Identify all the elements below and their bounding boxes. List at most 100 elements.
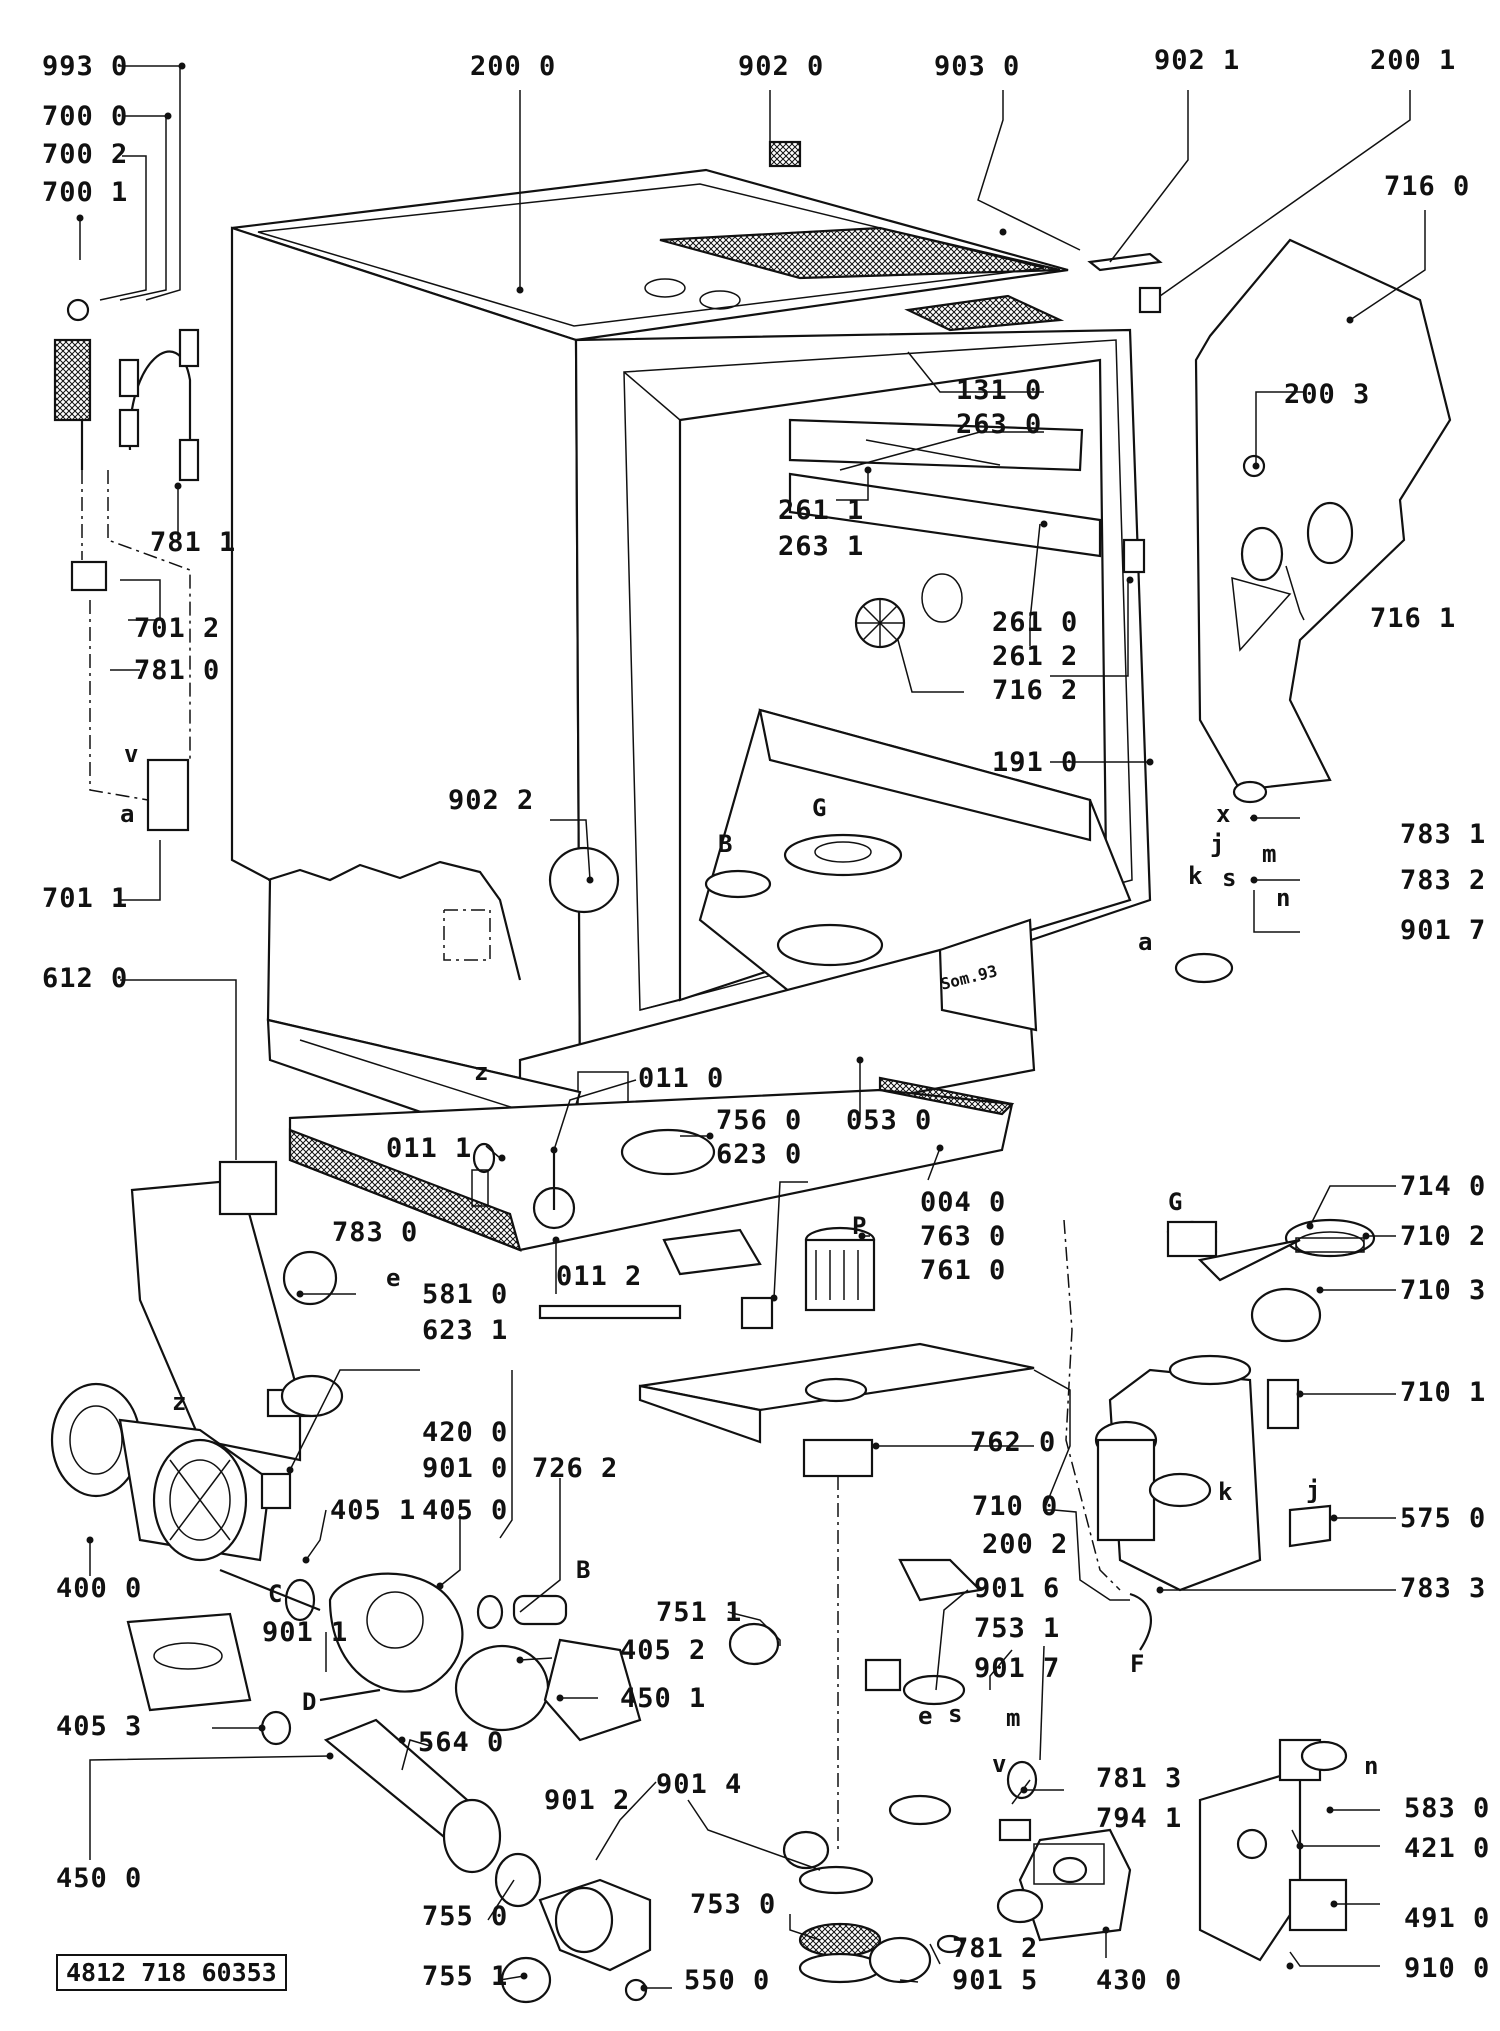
letter-e-lower: e — [918, 1702, 933, 1730]
part-label-405-1: 405 1 — [330, 1495, 417, 1526]
part-label-902-0: 902 0 — [738, 51, 825, 82]
inlet-valve-and-bracket — [782, 1674, 1348, 1962]
dishwasher-tub — [230, 168, 1452, 1162]
letter-D-pump: D — [302, 1688, 317, 1716]
letter-v-lower: v — [992, 1750, 1007, 1778]
letter-s-lower: s — [948, 1700, 963, 1728]
letter-n-upper: n — [1276, 884, 1291, 912]
part-label-716-0: 716 0 — [1384, 171, 1471, 202]
wash-pump-motor — [50, 1382, 642, 1746]
part-label-781-1: 781 1 — [150, 527, 237, 558]
part-label-761-0: 761 0 — [920, 1255, 1007, 1286]
part-label-710-0: 710 0 — [972, 1491, 1059, 1522]
part-label-794-1: 794 1 — [1096, 1803, 1183, 1834]
letter-z-tub: z — [474, 1058, 489, 1086]
part-label-263-0: 263 0 — [956, 409, 1043, 440]
part-label-405-2: 405 2 — [620, 1635, 707, 1666]
part-label-756-0: 756 0 — [716, 1105, 803, 1136]
letter-e-panel: e — [386, 1264, 401, 1292]
letter-v-upper: v — [124, 740, 139, 768]
part-label-612-0: 612 0 — [42, 963, 129, 994]
part-label-901-7-lower: 901 7 — [974, 1653, 1061, 1684]
part-label-583-0: 583 0 — [1404, 1793, 1491, 1824]
letter-B-tub: B — [718, 830, 733, 858]
part-label-623-0: 623 0 — [716, 1139, 803, 1170]
part-label-710-3: 710 3 — [1400, 1275, 1487, 1306]
letter-m-upper: m — [1262, 840, 1277, 868]
part-label-581-0: 581 0 — [422, 1279, 509, 1310]
part-label-200-0: 200 0 — [470, 51, 557, 82]
part-label-901-0: 901 0 — [422, 1453, 509, 1484]
part-label-901-7-upper: 901 7 — [1400, 915, 1487, 946]
part-label-783-2: 783 2 — [1400, 865, 1487, 896]
water-softener — [1094, 1218, 1376, 1651]
part-label-700-0: 700 0 — [42, 101, 129, 132]
letter-x-upper: x — [1216, 800, 1231, 828]
part-label-714-0: 714 0 — [1400, 1171, 1487, 1202]
part-label-753-1: 753 1 — [974, 1613, 1061, 1644]
part-label-420-0: 420 0 — [422, 1417, 509, 1448]
part-label-701-2: 701 2 — [134, 613, 221, 644]
part-label-783-0: 783 0 — [332, 1217, 419, 1248]
part-label-910-0: 910 0 — [1404, 1953, 1491, 1984]
part-label-421-0: 421 0 — [1404, 1833, 1491, 1864]
part-label-131-0: 131 0 — [956, 375, 1043, 406]
part-label-450-1: 450 1 — [620, 1683, 707, 1714]
part-label-710-1: 710 1 — [1400, 1377, 1487, 1408]
part-label-700-1: 700 1 — [42, 177, 129, 208]
base-frame — [288, 1076, 1015, 1252]
part-label-400-0: 400 0 — [56, 1573, 143, 1604]
part-label-716-1: 716 1 — [1370, 603, 1457, 634]
part-label-700-2: 700 2 — [42, 139, 129, 170]
heater-and-hoses — [323, 1718, 652, 2004]
letter-G-softener: G — [1168, 1188, 1183, 1216]
part-label-405-3: 405 3 — [56, 1711, 143, 1742]
letter-G-tub: G — [812, 794, 827, 822]
part-label-755-0: 755 0 — [422, 1901, 509, 1932]
leader-dots — [76, 62, 1370, 1992]
part-label-726-2: 726 2 — [532, 1453, 619, 1484]
part-label-902-2: 902 2 — [448, 785, 535, 816]
part-label-902-1: 902 1 — [1154, 45, 1241, 76]
part-label-753-0: 753 0 — [690, 1889, 777, 1920]
part-label-405-0: 405 0 — [422, 1495, 509, 1526]
part-label-191-0: 191 0 — [992, 747, 1079, 778]
part-label-762-0: 762 0 — [970, 1427, 1057, 1458]
part-label-564-0: 564 0 — [418, 1727, 505, 1758]
part-label-550-0: 550 0 — [684, 1965, 771, 1996]
misc-parts — [280, 140, 1301, 1692]
part-label-575-0: 575 0 — [1400, 1503, 1487, 1534]
part-label-200-2: 200 2 — [982, 1529, 1069, 1560]
part-label-430-0: 430 0 — [1096, 1965, 1183, 1996]
part-label-004-0: 004 0 — [920, 1187, 1007, 1218]
part-label-783-1: 783 1 — [1400, 819, 1487, 850]
part-label-053-0: 053 0 — [846, 1105, 933, 1136]
letter-n-lower: n — [1364, 1752, 1379, 1780]
part-label-200-3: 200 3 — [1284, 379, 1371, 410]
letter-a-right: a — [1138, 928, 1153, 956]
part-label-200-1: 200 1 — [1370, 45, 1457, 76]
letter-C-pump: C — [268, 1580, 283, 1608]
part-label-710-2: 710 2 — [1400, 1221, 1487, 1252]
part-label-011-1: 011 1 — [386, 1133, 473, 1164]
part-label-993-0: 993 0 — [42, 51, 129, 82]
part-label-781-3: 781 3 — [1096, 1763, 1183, 1794]
part-label-261-2: 261 2 — [992, 641, 1079, 672]
part-label-901-5: 901 5 — [952, 1965, 1039, 1996]
part-label-450-0: 450 0 — [56, 1863, 143, 1894]
part-label-781-2: 781 2 — [952, 1933, 1039, 1964]
part-label-755-1: 755 1 — [422, 1961, 509, 1992]
part-label-623-1: 623 1 — [422, 1315, 509, 1346]
part-label-781-0: 781 0 — [134, 655, 221, 686]
letter-B-pump: B — [576, 1556, 591, 1584]
part-label-763-0: 763 0 — [920, 1221, 1007, 1252]
part-label-901-1: 901 1 — [262, 1617, 349, 1648]
part-label-901-2: 901 2 — [544, 1785, 631, 1816]
cable-harness-left — [53, 298, 200, 832]
part-label-701-1: 701 1 — [42, 883, 129, 914]
part-label-011-0: 011 0 — [638, 1063, 725, 1094]
letter-F-softener: F — [1130, 1650, 1145, 1678]
letter-k-softener: k — [1218, 1478, 1233, 1506]
sump-filter — [638, 1226, 1035, 1984]
